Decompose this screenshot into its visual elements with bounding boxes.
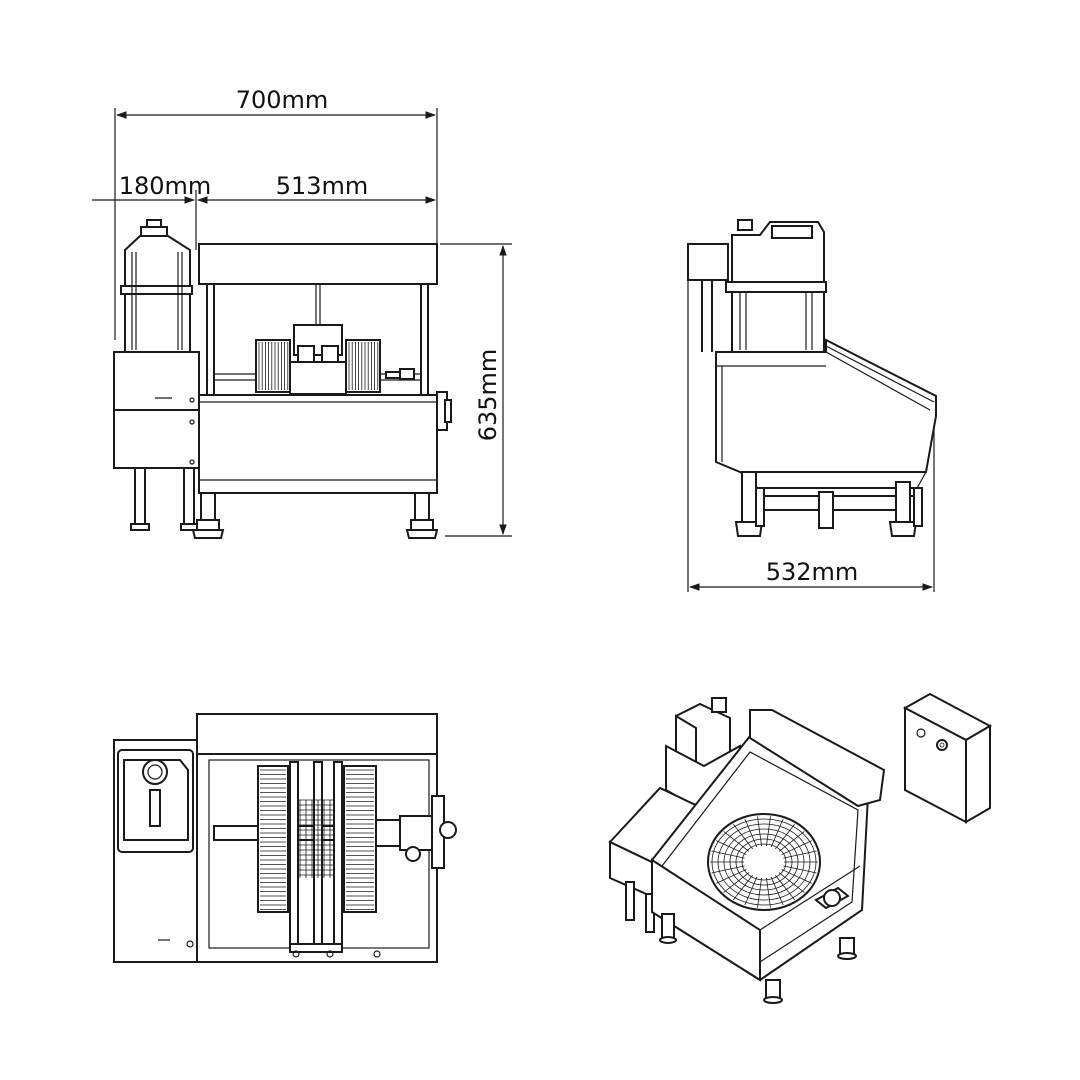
bristle-line bbox=[783, 850, 817, 859]
front-view: 700mm 180mm 513mm 635mm bbox=[92, 86, 512, 539]
overall-width-label: 700mm bbox=[236, 86, 329, 114]
bristle-line bbox=[766, 877, 771, 908]
bristle-line bbox=[723, 872, 750, 893]
bristle-line bbox=[770, 818, 784, 848]
bristle-line bbox=[716, 840, 747, 855]
top-brush-left bbox=[257, 765, 289, 913]
depth-label: 532mm bbox=[766, 558, 859, 586]
control-panel-box bbox=[902, 692, 993, 824]
height-dimension: 635mm bbox=[440, 243, 512, 537]
top-brush-center bbox=[298, 799, 334, 878]
iso-brush-drum bbox=[710, 816, 818, 908]
iso-jerrycan bbox=[665, 697, 741, 814]
brush-left bbox=[255, 339, 291, 393]
drum-ring bbox=[717, 823, 811, 901]
bristle-line bbox=[770, 876, 784, 906]
control-box bbox=[687, 243, 729, 281]
bristle-line bbox=[733, 874, 753, 901]
iso-main-body bbox=[651, 709, 886, 1004]
body-width-label: 513mm bbox=[276, 172, 369, 200]
bristle-line bbox=[783, 865, 817, 874]
jerrycan bbox=[120, 219, 193, 353]
tank-width-label: 180mm bbox=[119, 172, 212, 200]
bristle-line bbox=[775, 823, 795, 850]
side-body bbox=[715, 338, 937, 537]
bristle-line bbox=[716, 869, 747, 884]
drum-ring bbox=[729, 833, 799, 891]
bristle-line bbox=[744, 818, 758, 848]
bristle-line bbox=[778, 831, 805, 852]
bristle-line bbox=[723, 831, 750, 852]
brush-frame bbox=[343, 765, 377, 913]
drum-ring bbox=[741, 843, 787, 881]
jerrycan-side bbox=[725, 219, 827, 353]
bristle-line bbox=[733, 823, 753, 850]
height-label: 635mm bbox=[474, 349, 502, 442]
bristle-line bbox=[757, 816, 762, 847]
bristle-line bbox=[711, 850, 745, 859]
brush-assembly bbox=[255, 324, 415, 395]
bristle-line bbox=[757, 877, 762, 908]
brush-frame bbox=[257, 765, 289, 913]
top-view bbox=[113, 713, 457, 963]
bristle-line bbox=[711, 865, 745, 874]
side-cabinet bbox=[113, 351, 200, 531]
side-view: 532mm bbox=[687, 219, 937, 592]
main-body bbox=[198, 243, 452, 494]
isometric-view bbox=[608, 692, 993, 1004]
drum-ring bbox=[723, 828, 805, 896]
bristle-line bbox=[778, 872, 805, 893]
overall-width-dimension: 700mm bbox=[114, 86, 438, 340]
bristle-line bbox=[781, 840, 812, 855]
bristle-line bbox=[744, 876, 758, 906]
drum-ring bbox=[735, 838, 793, 886]
front-legs bbox=[191, 492, 439, 539]
segment-width-dimensions: 180mm 513mm bbox=[92, 172, 437, 250]
brush-right bbox=[345, 339, 381, 393]
drum-ring bbox=[711, 818, 817, 906]
bristle-line bbox=[781, 869, 812, 884]
bristle-line bbox=[775, 874, 795, 901]
bristle-line bbox=[766, 816, 771, 847]
top-brush-right bbox=[343, 765, 377, 913]
